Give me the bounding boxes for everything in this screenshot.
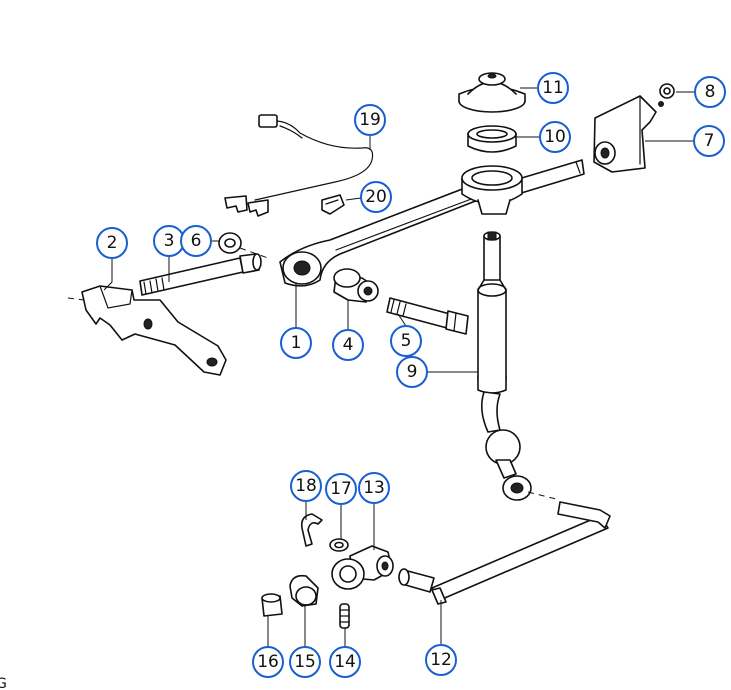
clip-part [321,194,345,215]
shift-arm-part [279,159,585,287]
callout-label: 8 [705,82,716,102]
callout-12: 12 [425,644,457,676]
callout-label: 3 [164,231,175,251]
callout-label: 2 [107,233,118,253]
callout-1: 1 [280,327,312,359]
callout-16: 16 [252,646,284,678]
callout-label: 7 [704,131,715,151]
wire-harness-part [224,114,374,217]
cap-part [261,593,283,617]
pivot-bolt-part [386,297,469,335]
callout-4: 4 [332,329,364,361]
callout-19: 19 [354,104,386,136]
callout-label: 19 [359,110,381,130]
rear-bracket-part [593,95,657,173]
nut-part [658,83,675,107]
callout-11: 11 [537,72,569,104]
callout-label: 15 [294,652,316,672]
callout-9: 9 [396,356,428,388]
circlip-part [300,513,323,547]
callout-14: 14 [329,646,361,678]
long-bolt-part [139,253,262,296]
hex-nut-part [218,232,269,259]
callout-10: 10 [539,121,571,153]
small-ring-part [329,538,349,552]
callout-8: 8 [694,76,726,108]
callout-label: 13 [363,478,385,498]
callout-5: 5 [390,325,422,357]
callout-label: 18 [295,476,317,496]
callout-label: 20 [365,187,387,207]
callout-label: 1 [291,333,302,353]
corner-label: G [0,676,7,690]
selector-rod-part [477,231,561,501]
pin-part [339,603,350,629]
callout-label: 12 [430,650,452,670]
callout-label: 14 [334,652,356,672]
callout-label: 6 [191,231,202,251]
callout-label: 17 [330,479,352,499]
callout-18: 18 [290,470,322,502]
callout-label: 11 [542,78,564,98]
callout-3: 3 [153,225,185,257]
callout-15: 15 [289,646,321,678]
callout-13: 13 [358,472,390,504]
callout-2: 2 [96,227,128,259]
callout-label: 5 [401,331,412,351]
callout-7: 7 [693,125,725,157]
callout-label: 16 [257,652,279,672]
bushing-part [333,268,379,303]
callout-label: 9 [407,362,418,382]
boot-part [458,72,526,113]
callout-label: 4 [343,335,354,355]
leader-lines [103,87,694,647]
shift-rod-part [398,501,611,605]
callout-6: 6 [180,225,212,257]
ring-part [467,125,517,153]
callout-20: 20 [360,181,392,213]
sleeve-part [289,574,319,607]
front-bracket-part [67,285,227,376]
callout-17: 17 [325,473,357,505]
callout-label: 10 [544,127,566,147]
joint-part [331,545,394,590]
